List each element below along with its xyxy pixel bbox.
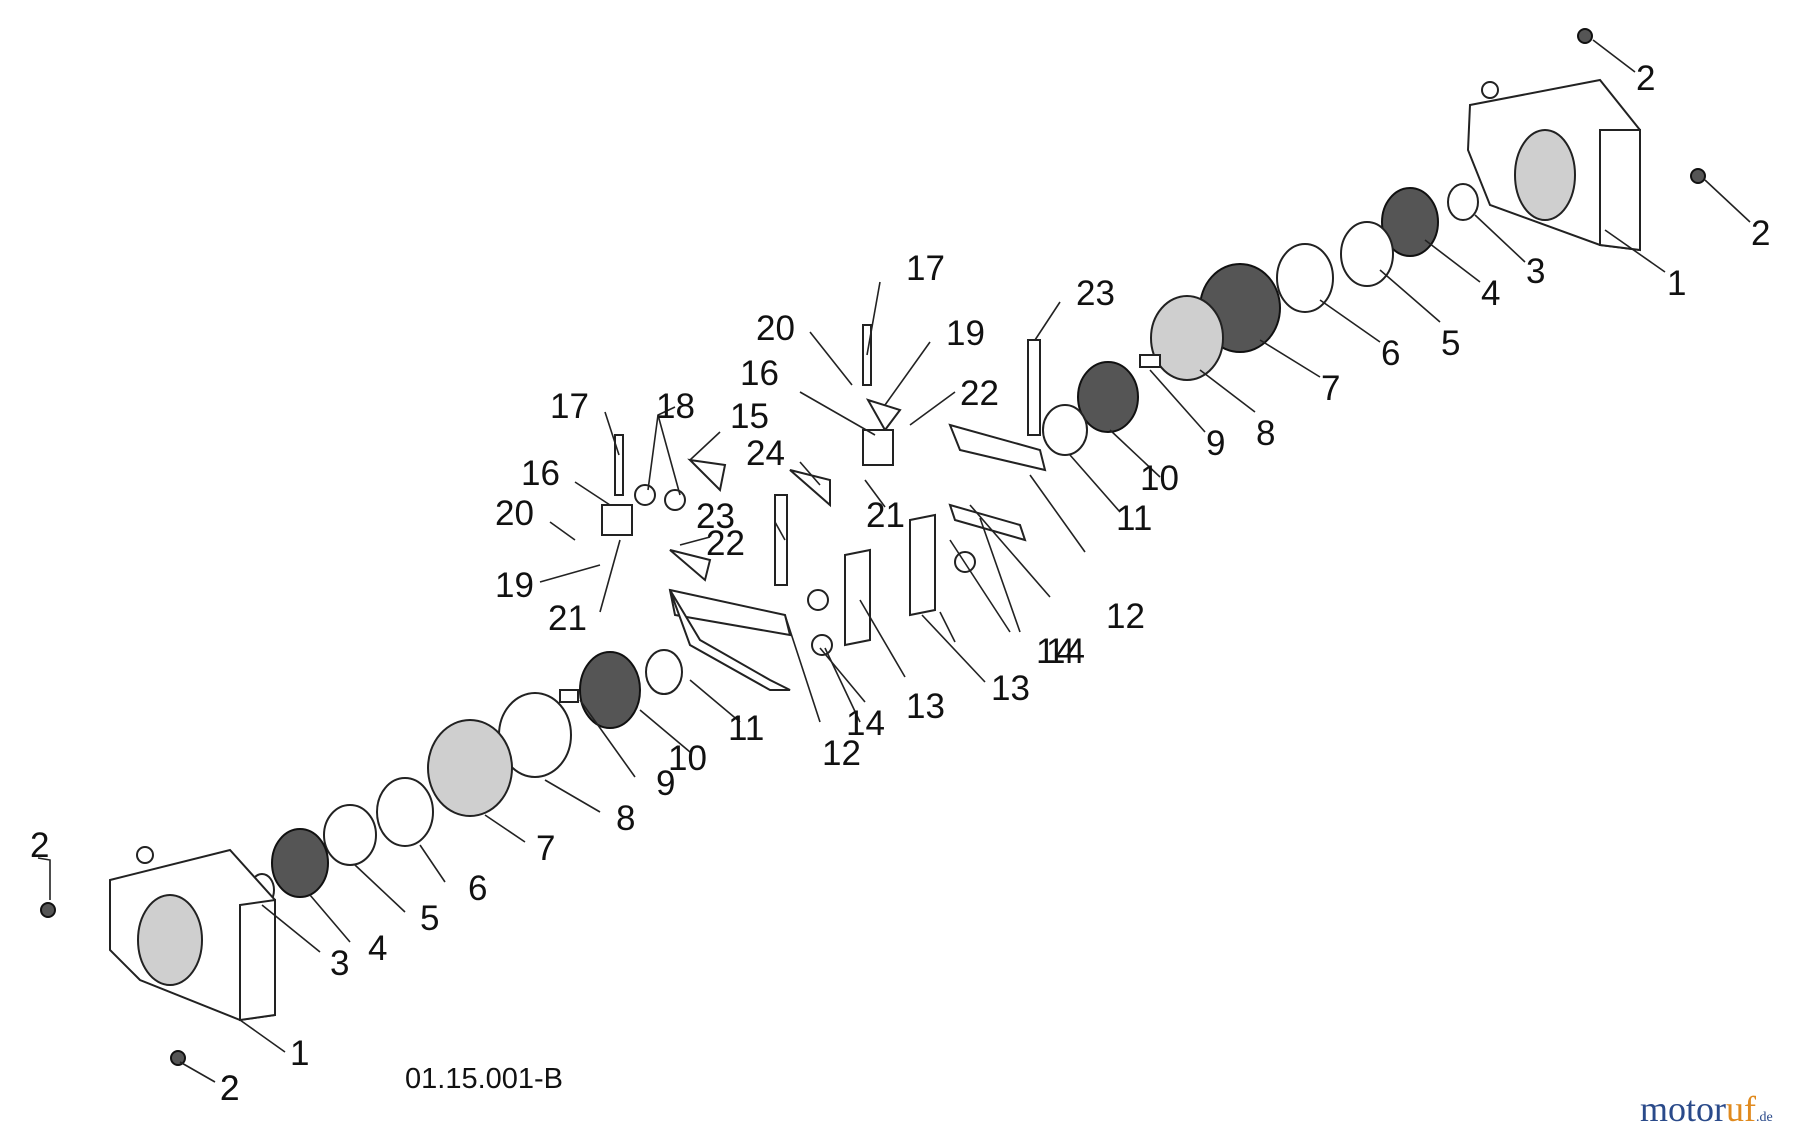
callout-label: 11 — [1116, 499, 1152, 538]
callout-label: 4 — [1481, 274, 1500, 313]
callout-label: 2 — [220, 1069, 239, 1108]
callout-label: 9 — [1206, 424, 1225, 463]
parts-drawing — [40, 28, 1706, 1066]
callout-label: 10 — [1140, 459, 1179, 498]
callout-label: 6 — [1381, 334, 1400, 373]
callout-label: 2 — [1751, 214, 1770, 253]
callout-label: 23 — [1076, 274, 1115, 313]
callout-label: 21 — [866, 496, 905, 535]
callout-label: 19 — [495, 566, 534, 605]
drawing-code: 01.15.001-B — [405, 1063, 563, 1095]
callout-label: 3 — [330, 944, 349, 983]
callout-label: 16 — [521, 454, 560, 493]
logo-suffix-text: .de — [1756, 1110, 1773, 1125]
callout-label: 23 — [696, 497, 735, 536]
callout-label: 24 — [746, 434, 785, 473]
motoruf-logo: motoruf.de — [1640, 1088, 1773, 1130]
callout-label: 11 — [728, 709, 764, 748]
callout-label: 22 — [960, 374, 999, 413]
callout-label: 19 — [946, 314, 985, 353]
callout-label: 17 — [906, 249, 945, 288]
leader-lines — [37, 39, 1751, 1083]
callout-label: 14 — [1036, 632, 1075, 671]
callout-label: 4 — [368, 929, 387, 968]
callout-label: 15 — [730, 397, 769, 436]
callout-label: 12 — [822, 734, 861, 773]
callout-labels: 2 2 2 1 3 4 5 6 7 8 9 10 11 12 14 13 23 … — [30, 59, 1770, 1108]
callout-label: 17 — [550, 387, 589, 426]
callout-label: 20 — [756, 309, 795, 348]
callout-label: 12 — [1106, 597, 1145, 636]
callout-label: 2 — [220, 1069, 239, 1108]
callout-label: 14 — [846, 704, 885, 743]
callout-label: 13 — [991, 669, 1030, 708]
callout-label: 7 — [536, 829, 555, 868]
callout-label: 22 — [706, 524, 745, 563]
callout-label: 20 — [495, 494, 534, 533]
callout-label: 16 — [740, 354, 779, 393]
callout-label: 18 — [656, 387, 695, 426]
callout-label: 5 — [420, 899, 439, 938]
callout-label: 13 — [906, 687, 945, 726]
callout-label: 14 — [1046, 632, 1085, 671]
callout-label: 3 — [1526, 252, 1545, 291]
callout-label: 1 — [1667, 264, 1686, 303]
callout-label: 2 — [30, 826, 49, 865]
callout-label: 8 — [616, 799, 635, 838]
callout-label: 7 — [1321, 369, 1340, 408]
callout-label: 6 — [468, 869, 487, 908]
callout-label: 9 — [656, 764, 675, 803]
callout-label: 2 — [1636, 59, 1655, 98]
callout-label: 21 — [548, 599, 587, 638]
logo-main-text: motor — [1640, 1089, 1726, 1129]
logo-accent-text: uf — [1726, 1089, 1756, 1129]
callout-label: 1 — [290, 1034, 309, 1073]
callout-label: 8 — [1256, 414, 1275, 453]
callout-label: 10 — [668, 739, 707, 778]
callout-label: 5 — [1441, 324, 1460, 363]
